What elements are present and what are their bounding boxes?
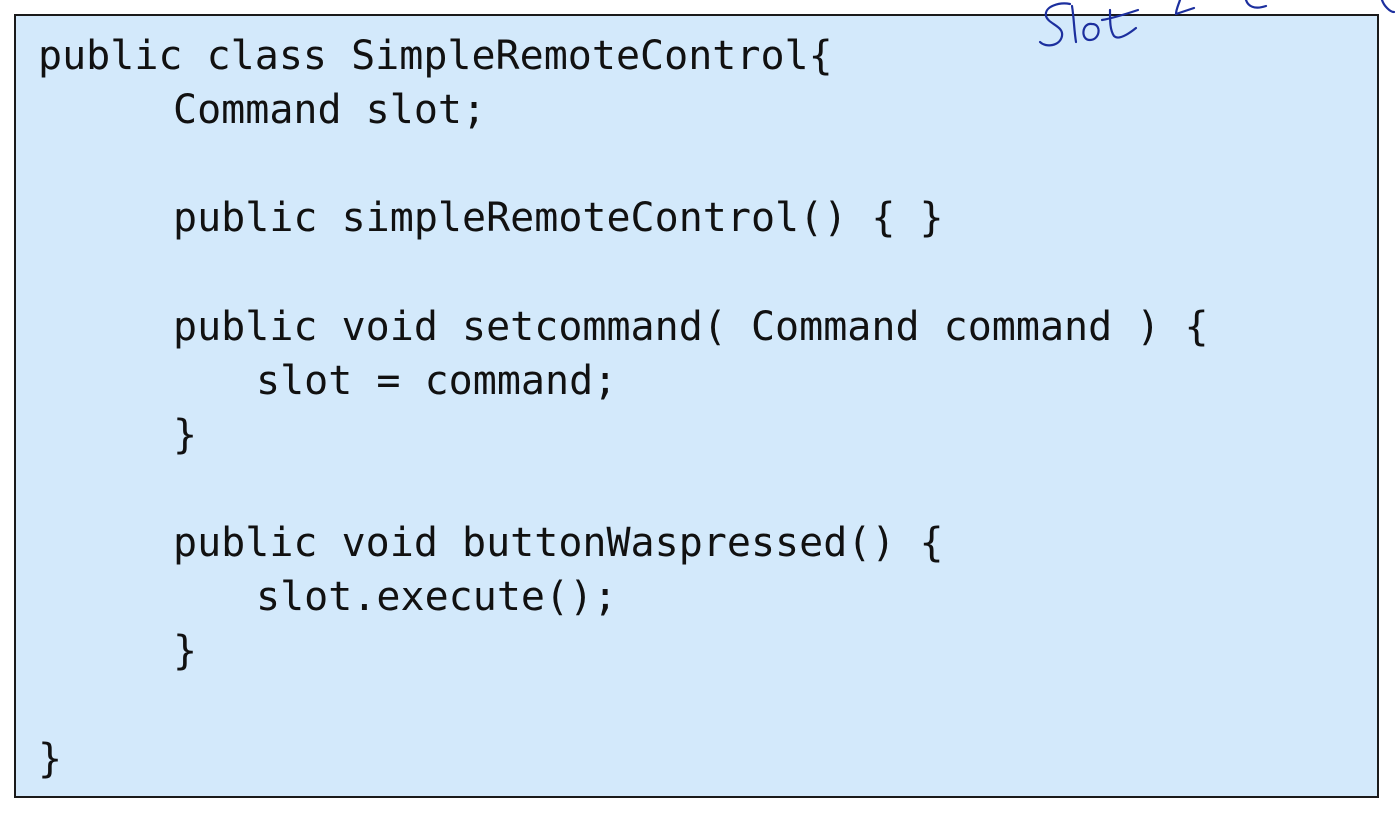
handwritten-ink-strokes [1038,0,1396,47]
code-line-field-declaration: Command slot; [173,87,487,133]
code-line-class-close-brace: } [38,736,63,782]
code-line-constructor: public simpleRemoteControl() { } [173,195,944,241]
code-line-setcommand-close-brace: } [173,412,198,458]
handwritten-annotation [1030,0,1396,64]
code-line-setcommand-signature: public void setcommand( Command command … [173,304,1209,350]
code-line-slot-assignment: slot = command; [256,358,618,404]
code-line-slot-execute: slot.execute(); [256,574,618,620]
code-line-buttonwaspressed-signature: public void buttonWaspressed() { [173,520,944,566]
code-line-class-declaration: public class SimpleRemoteControl{ [38,33,833,79]
code-line-buttonwaspressed-close-brace: } [173,628,198,674]
code-panel: public class SimpleRemoteControl{ Comman… [14,14,1379,798]
